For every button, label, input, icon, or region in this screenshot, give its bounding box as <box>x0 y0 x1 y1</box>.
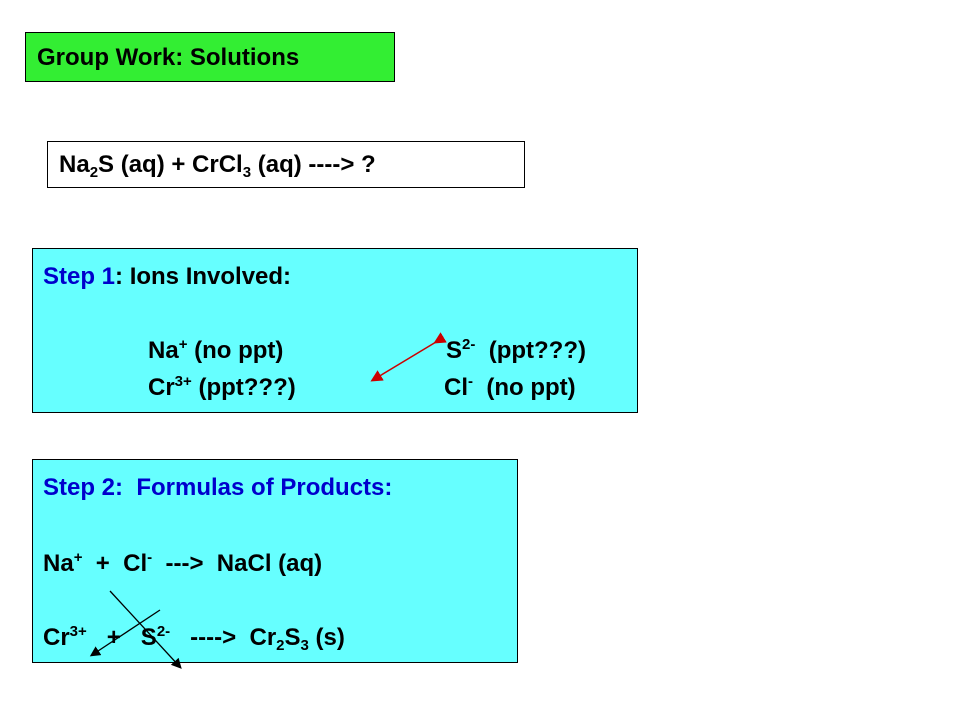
step1-heading: Step 1: Ions Involved: <box>43 263 292 290</box>
step1-ion-cl: Cl- (no ppt) <box>444 373 576 401</box>
reaction-equation-box: Na2S (aq) + CrCl3 (aq) ----> ? <box>47 141 525 188</box>
step2-heading: Step 2: Formulas of Products: <box>43 474 393 501</box>
step2-nacl-equation: Na+ + Cl- ---> NaCl (aq) <box>43 549 323 577</box>
reaction-equation: Na2S (aq) + CrCl3 (aq) ----> ? <box>59 151 376 181</box>
slide-title: Group Work: Solutions <box>37 44 300 71</box>
step1-ion-na: Na+ (no ppt) <box>148 336 284 364</box>
title-box: Group Work: Solutions <box>25 32 395 82</box>
step1-ion-cr: Cr3+ (ppt???) <box>148 373 296 401</box>
step2-cr2s3-equation: Cr3+ + S2- ----> Cr2S3 (s) <box>43 623 345 654</box>
step1-ion-s: S2- (ppt???) <box>446 336 586 364</box>
step2-box: Step 2: Formulas of Products: Na+ + Cl- … <box>32 459 518 663</box>
step1-box: Step 1: Ions Involved: Na+ (no ppt) S2- … <box>32 248 638 413</box>
